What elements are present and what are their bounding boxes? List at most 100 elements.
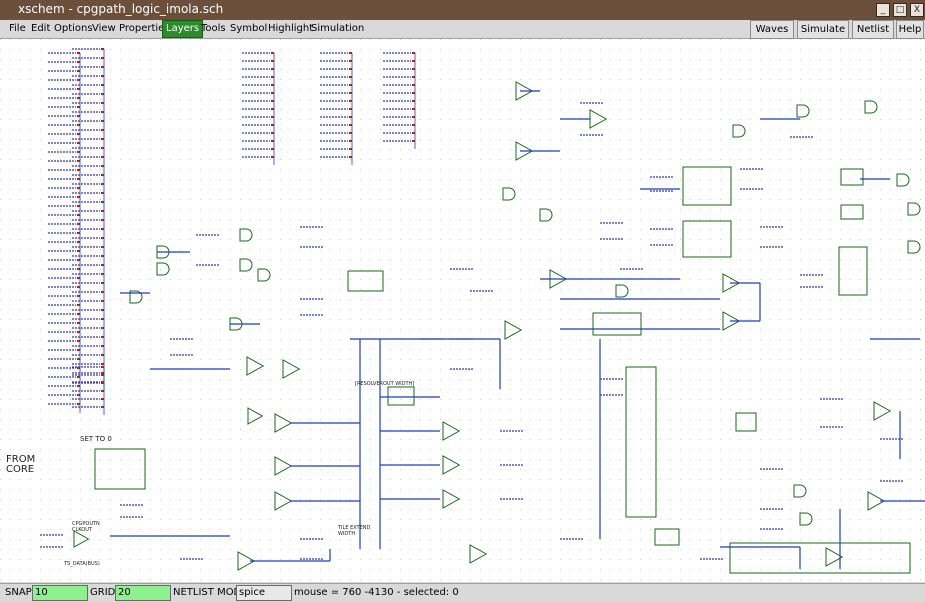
menu-view[interactable]: View <box>92 23 116 34</box>
left-pin-list-pin <box>77 277 80 279</box>
mid-pin-list-pin <box>101 318 104 320</box>
from-core-text: FROM CORE <box>6 454 36 475</box>
simulate-button[interactable]: Simulate <box>797 20 849 39</box>
logic-gate <box>539 208 553 222</box>
logic-gate <box>799 512 813 526</box>
netlist-mode-field[interactable]: spice <box>236 585 292 601</box>
left-pin-list-pin <box>77 232 80 234</box>
mid-pin-list-pin <box>101 219 104 221</box>
mid-pin-list-pin <box>101 174 104 176</box>
menu-highlight[interactable]: Highlight <box>268 23 314 34</box>
mid-pin-list-pin <box>101 66 104 68</box>
buffer-gate <box>867 491 886 511</box>
center2-pin-list-pin <box>349 68 352 70</box>
center2-pin-list-pin <box>349 76 352 78</box>
center-pin-list-pin <box>271 68 274 70</box>
left-pin-list-pin <box>77 106 80 108</box>
maximize-button[interactable]: □ <box>893 3 907 17</box>
menu-edit[interactable]: Edit <box>31 23 51 34</box>
left-pin-list-pin <box>77 160 80 162</box>
left-pin-list-pin <box>77 313 80 315</box>
lower-pin-list-pin <box>101 390 104 392</box>
center-pin-list-pin <box>271 52 274 54</box>
mid-pin-list-pin <box>101 192 104 194</box>
center3-pin-list-pin <box>412 52 415 54</box>
center-pin-list-pin <box>271 92 274 94</box>
menu-layers[interactable]: Layers <box>161 20 204 38</box>
menu-symbol[interactable]: Symbol <box>230 23 268 34</box>
mid-pin-list-pin <box>101 156 104 158</box>
mid-pin-list-pin <box>101 48 104 50</box>
mid-pin-list-pin <box>101 111 104 113</box>
mid-pin-list-pin <box>101 57 104 59</box>
buffer-gate <box>274 491 293 511</box>
logic-gate <box>896 173 910 187</box>
left-pin-list-pin <box>77 403 80 405</box>
center3-pin-list-pin <box>412 140 415 142</box>
buffer-gate <box>73 530 90 548</box>
schematic-canvas[interactable]: SET TO 0 FROM CORE [RESOLVEROUT WIDTH] T… <box>0 39 925 582</box>
left-pin-list-pin <box>77 358 80 360</box>
mid-pin-list-pin <box>101 93 104 95</box>
center2-pin-list-pin <box>349 132 352 134</box>
center2-pin-list-pin <box>349 140 352 142</box>
center2-pin-list-pin <box>349 156 352 158</box>
logic-gate <box>732 124 746 138</box>
mid-pin-list-pin <box>101 120 104 122</box>
center2-pin-list-pin <box>349 52 352 54</box>
schematic-block <box>682 220 732 258</box>
mid-pin-list-pin <box>101 246 104 248</box>
left-pin-list-pin <box>77 268 80 270</box>
schematic-block <box>347 270 384 292</box>
left-pin-list-pin <box>77 196 80 198</box>
buffer-gate <box>873 401 892 421</box>
menu-tools[interactable]: Tools <box>201 23 226 34</box>
left-pin-list-pin <box>77 124 80 126</box>
waves-button[interactable]: Waves <box>750 20 794 39</box>
center2-pin-list-pin <box>349 124 352 126</box>
left-pin-list-pin <box>77 259 80 261</box>
center3-pin-list-pin <box>412 108 415 110</box>
buffer-gate <box>246 356 265 376</box>
set-to-0-text: SET TO 0 <box>80 435 112 443</box>
grid-label: GRID: <box>90 587 119 598</box>
schematic-block <box>682 166 732 206</box>
center-pin-list-pin <box>271 156 274 158</box>
center-pin-list-pin <box>271 84 274 86</box>
menu-properties[interactable]: Properties <box>119 23 170 34</box>
close-button[interactable]: X <box>910 3 924 17</box>
logic-gate <box>502 187 516 201</box>
cp-out-clock-text: CPGPOUTN CLKOUT <box>72 521 100 533</box>
menu-file[interactable]: File <box>9 23 26 34</box>
schematic-block <box>735 412 757 432</box>
center2-pin-list-pin <box>349 92 352 94</box>
mid-pin-list-pin <box>101 291 104 293</box>
schematic-block <box>840 168 864 186</box>
center3-pin-list-pin <box>412 84 415 86</box>
left-pin-list-pin <box>77 178 80 180</box>
left-pin-list-pin <box>77 97 80 99</box>
schematic-drawing[interactable] <box>0 39 925 582</box>
left-pin-list-pin <box>77 187 80 189</box>
buffer-gate <box>515 141 534 161</box>
minimize-button[interactable]: _ <box>876 3 890 17</box>
menubar: File Edit Options View Properties Layers… <box>0 20 925 39</box>
mid-pin-list-pin <box>101 138 104 140</box>
menu-simulation[interactable]: Simulation <box>311 23 365 34</box>
left-pin-list-pin <box>77 322 80 324</box>
schematic-block <box>592 312 642 336</box>
schematic-block <box>94 448 146 490</box>
mid-pin-list-pin <box>101 282 104 284</box>
buffer-gate <box>442 455 461 475</box>
menu-options[interactable]: Options <box>54 23 93 34</box>
left-pin-list-pin <box>77 340 80 342</box>
grid-input[interactable]: 20 <box>115 585 171 601</box>
buffer-gate <box>247 407 264 425</box>
center3-pin-list-pin <box>412 100 415 102</box>
snap-input[interactable]: 10 <box>32 585 88 601</box>
logic-gate <box>907 240 921 254</box>
center-pin-list-pin <box>271 140 274 142</box>
netlist-button[interactable]: Netlist <box>852 20 894 39</box>
help-button[interactable]: Help <box>896 20 924 39</box>
left-pin-list-pin <box>77 250 80 252</box>
